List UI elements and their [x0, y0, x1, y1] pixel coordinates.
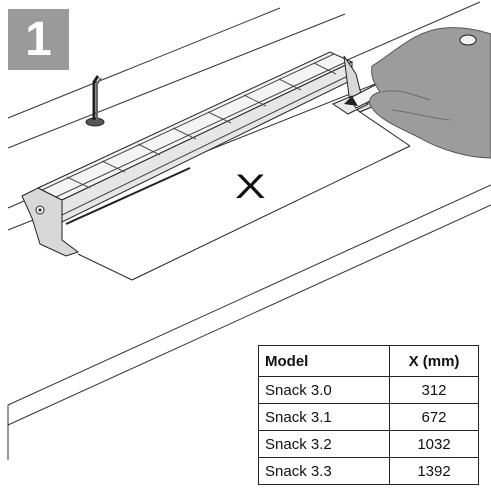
- led-bar-icon: [21, 51, 376, 257]
- model-cell: Snack 3.2: [258, 430, 390, 458]
- table-row: Snack 3.3 1392: [258, 457, 479, 485]
- column-header-x: X (mm): [389, 345, 479, 377]
- x-value-cell: 1392: [389, 457, 479, 485]
- hand-with-pen-icon: [344, 27, 491, 159]
- dimension-label: X: [235, 168, 266, 206]
- table-row: Snack 3.2 1032: [258, 430, 479, 458]
- cable-hole-icon: [85, 75, 105, 127]
- table-row: Snack 3.0 312: [258, 376, 479, 404]
- model-cell: Snack 3.3: [258, 457, 390, 485]
- model-cell: Snack 3.1: [258, 403, 390, 431]
- table-row: Snack 3.1 672: [258, 403, 479, 431]
- model-dimension-table: Model X (mm) Snack 3.0 312 Snack 3.1 672…: [258, 345, 479, 485]
- model-cell: Snack 3.0: [258, 376, 390, 404]
- x-value-cell: 1032: [389, 430, 479, 458]
- dimension-x-lines: [77, 111, 411, 281]
- x-value-cell: 312: [389, 376, 479, 404]
- step-number-badge: 1: [8, 9, 69, 70]
- x-value-cell: 672: [389, 403, 479, 431]
- column-header-model: Model: [258, 345, 390, 377]
- table-header-row: Model X (mm): [258, 345, 479, 377]
